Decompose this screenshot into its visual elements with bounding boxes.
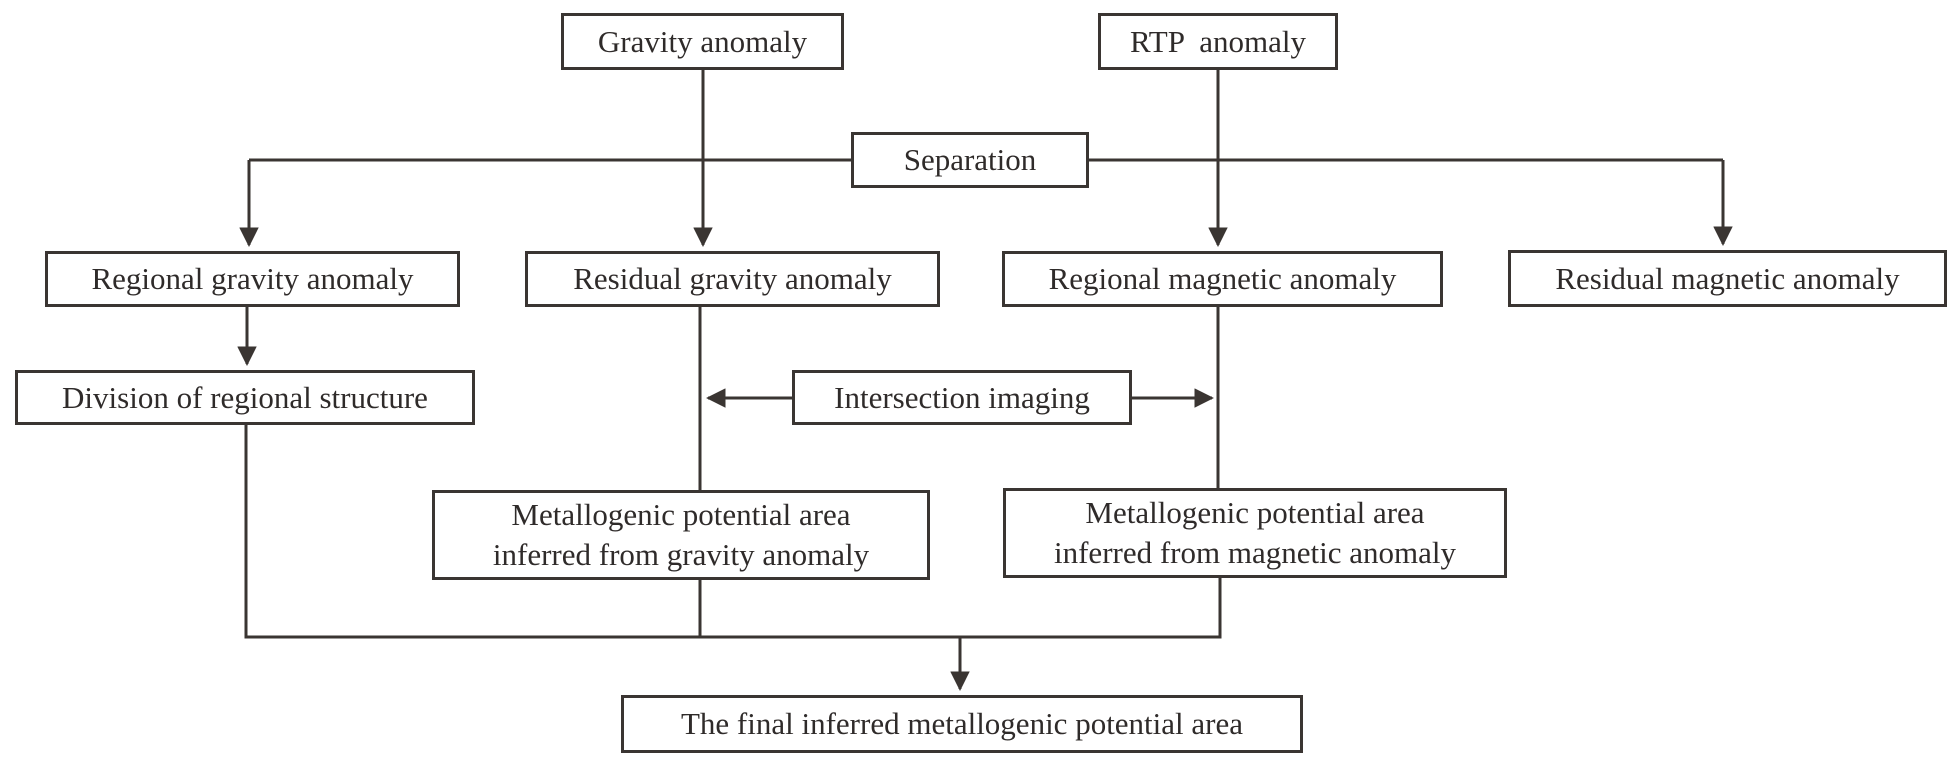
node-regional-magnetic-anomaly: Regional magnetic anomaly <box>1002 251 1443 307</box>
node-rtp-anomaly: RTP anomaly <box>1098 13 1338 70</box>
node-gravity-anomaly: Gravity anomaly <box>561 13 844 70</box>
node-residual-magnetic-anomaly: Residual magnetic anomaly <box>1508 250 1947 307</box>
node-separation: Separation <box>851 132 1089 188</box>
node-metallogenic-potential-magnetic: Metallogenic potential area inferred fro… <box>1003 488 1507 578</box>
node-division-of-regional-structure: Division of regional structure <box>15 370 475 425</box>
node-regional-gravity-anomaly: Regional gravity anomaly <box>45 251 460 307</box>
node-final-inferred-area: The final inferred metallogenic potentia… <box>621 695 1303 753</box>
node-residual-gravity-anomaly: Residual gravity anomaly <box>525 251 940 307</box>
node-metallogenic-potential-gravity: Metallogenic potential area inferred fro… <box>432 490 930 580</box>
node-intersection-imaging: Intersection imaging <box>792 370 1132 425</box>
